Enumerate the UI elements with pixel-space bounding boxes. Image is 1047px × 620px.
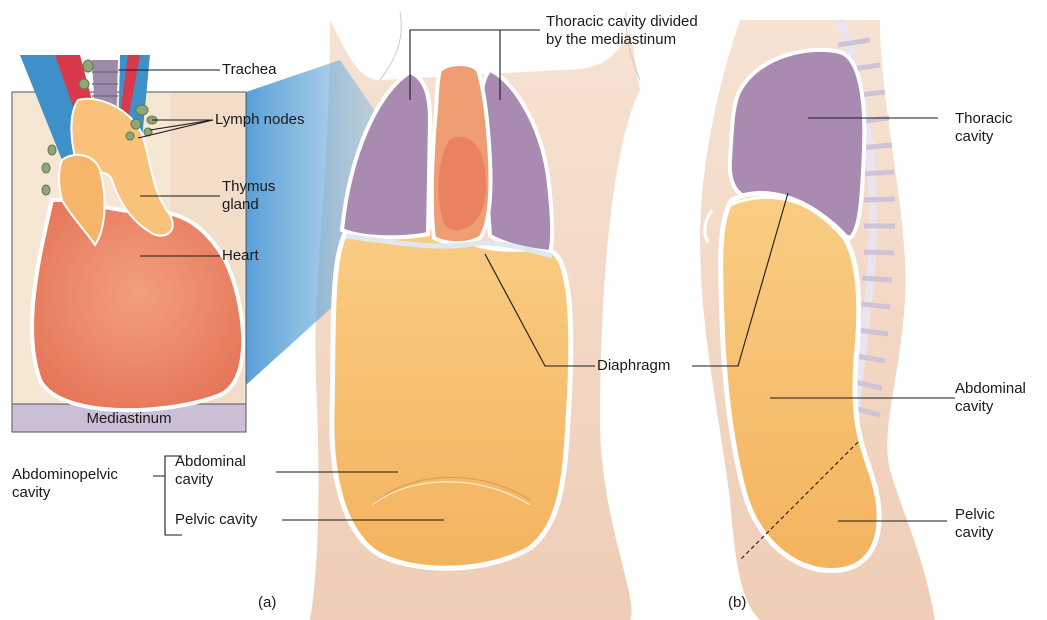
label-thoracic-cavity-side: Thoracic cavity [955, 110, 1013, 146]
label-lymph-nodes: Lymph nodes [215, 111, 305, 129]
label-abdominal-cavity-front: Abdominal cavity [175, 453, 246, 489]
caption-a: (a) [258, 594, 276, 612]
torso-side [700, 20, 935, 620]
mediastinum-inset [12, 55, 246, 432]
label-thymus-gland: Thymus gland [222, 178, 275, 214]
label-abdominal-cavity-side: Abdominal cavity [955, 380, 1026, 416]
label-mediastinum: Mediastinum [12, 410, 246, 428]
label-trachea: Trachea [222, 61, 276, 79]
label-pelvic-cavity-front: Pelvic cavity [175, 511, 258, 529]
caption-b: (b) [728, 594, 746, 612]
label-thoracic-cavity-divided: Thoracic cavity divided by the mediastin… [546, 13, 698, 49]
label-heart: Heart [222, 247, 259, 265]
label-diaphragm: Diaphragm [597, 357, 670, 375]
label-abdominopelvic-cavity: Abdominopelvic cavity [12, 466, 118, 502]
abdominopelvic-cavity-front [332, 222, 571, 568]
label-pelvic-cavity-side: Pelvic cavity [955, 506, 995, 542]
